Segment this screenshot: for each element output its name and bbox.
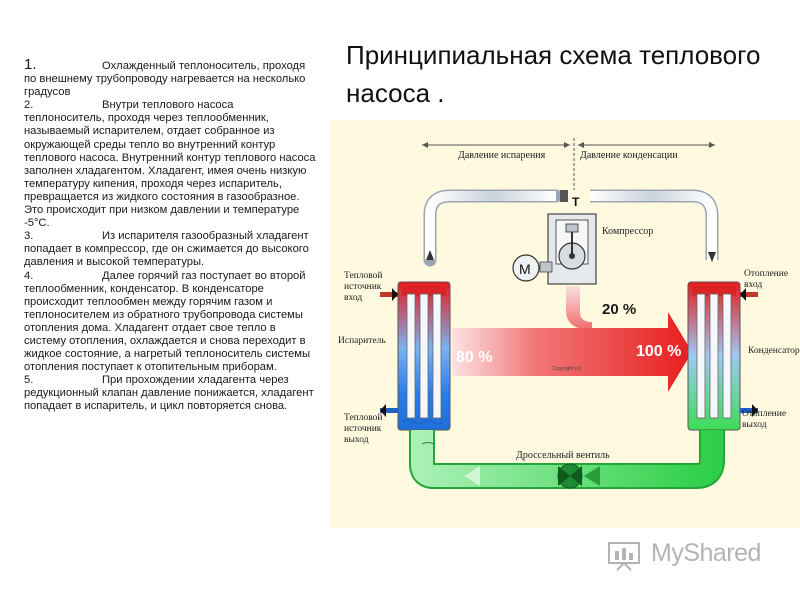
source-in-arrow-icon bbox=[392, 288, 398, 301]
evaporator-label: Испаритель bbox=[338, 336, 386, 346]
throttle-label: Дроссельный вентиль bbox=[516, 450, 610, 461]
step-text: Далее горячий газ поступает во второй те… bbox=[24, 269, 311, 374]
heating-in-pipe bbox=[740, 292, 758, 297]
source-in-pipe bbox=[380, 292, 398, 297]
pressure-cond-label: Давление конденсации bbox=[580, 150, 678, 161]
step-paragraph: 1.Охлажденный теплоноситель, проходя по … bbox=[24, 56, 316, 99]
source-out-arrow-icon bbox=[380, 404, 386, 417]
step-paragraph: 4.Далее горячий газ поступает во второй … bbox=[24, 270, 316, 375]
left-flow-arrow-icon bbox=[584, 466, 600, 486]
heat-pump-diagram: Давление испарения Давление конденсации … bbox=[330, 120, 800, 528]
suction-pipe bbox=[425, 191, 556, 260]
pct-80-label: 80 % bbox=[456, 349, 492, 366]
steps-text: 1.Охлажденный теплоноситель, проходя по … bbox=[24, 56, 316, 414]
pressure-evap-label: Давление испарения bbox=[458, 150, 546, 161]
step-number: 5. bbox=[24, 374, 34, 387]
up-arrow-icon bbox=[426, 250, 434, 260]
step-text: Охлажденный теплоноситель, проходя по вн… bbox=[24, 60, 306, 99]
pressure-header: Давление испарения Давление конденсации bbox=[422, 138, 715, 190]
discharge-pipe bbox=[590, 191, 717, 260]
compressor: Компрессор bbox=[547, 213, 653, 285]
step-number: 4. bbox=[24, 269, 34, 282]
step-number: 2. bbox=[24, 99, 34, 112]
condenser bbox=[687, 281, 741, 431]
heating-out-arrow-icon bbox=[752, 404, 758, 417]
temperature-sensor: T bbox=[560, 190, 580, 209]
heating-in-label: Отопление вход bbox=[744, 269, 790, 290]
energy-flow-arrow bbox=[452, 312, 692, 392]
evaporator bbox=[397, 281, 451, 431]
source-in-label: Тепловой источник вход bbox=[344, 270, 385, 303]
step-text: Внутри теплового насоса теплоноситель, п… bbox=[24, 99, 316, 230]
watermark-text: MyShared bbox=[651, 539, 761, 567]
compressor-label: Компрессор bbox=[602, 226, 653, 237]
heating-out-pipe bbox=[740, 408, 758, 413]
heating-out-label: Отопление выход bbox=[742, 409, 788, 430]
step-number: 1. bbox=[24, 56, 37, 73]
source-out-label: Тепловой источник выход bbox=[344, 412, 385, 445]
valve-icon bbox=[557, 463, 583, 489]
step-text: Из испарителя газообразный хладагент поп… bbox=[24, 230, 309, 269]
step-paragraph: 2.Внутри теплового насоса теплоноситель,… bbox=[24, 99, 316, 230]
step-number: 3. bbox=[24, 230, 34, 243]
step-paragraph: 5.При прохождении хладагента через редук… bbox=[24, 374, 316, 413]
compressor-energy-arrow bbox=[566, 286, 592, 330]
pct-100-label: 100 % bbox=[636, 343, 681, 360]
down-arrow-icon bbox=[708, 252, 716, 262]
page-title: Принципиальная схема теплового насоса . bbox=[346, 40, 761, 108]
t-label: T bbox=[572, 195, 580, 209]
motor-icon: M bbox=[512, 254, 553, 282]
copyright-label: Copyright (c) bbox=[552, 366, 581, 372]
watermark: MyShared bbox=[605, 537, 795, 573]
condenser-label: Конденсатор bbox=[748, 346, 800, 356]
step-text: При прохождении хладагента через редукци… bbox=[24, 374, 314, 413]
step-paragraph: 3.Из испарителя газообразный хладагент п… bbox=[24, 230, 316, 269]
left-flow-arrow-light-icon bbox=[464, 466, 480, 486]
heating-in-arrow-icon bbox=[740, 288, 746, 301]
presentation-board-icon bbox=[608, 542, 640, 571]
source-out-pipe bbox=[380, 408, 398, 413]
motor-label: M bbox=[519, 261, 531, 277]
pct-20-label: 20 % bbox=[602, 301, 636, 318]
